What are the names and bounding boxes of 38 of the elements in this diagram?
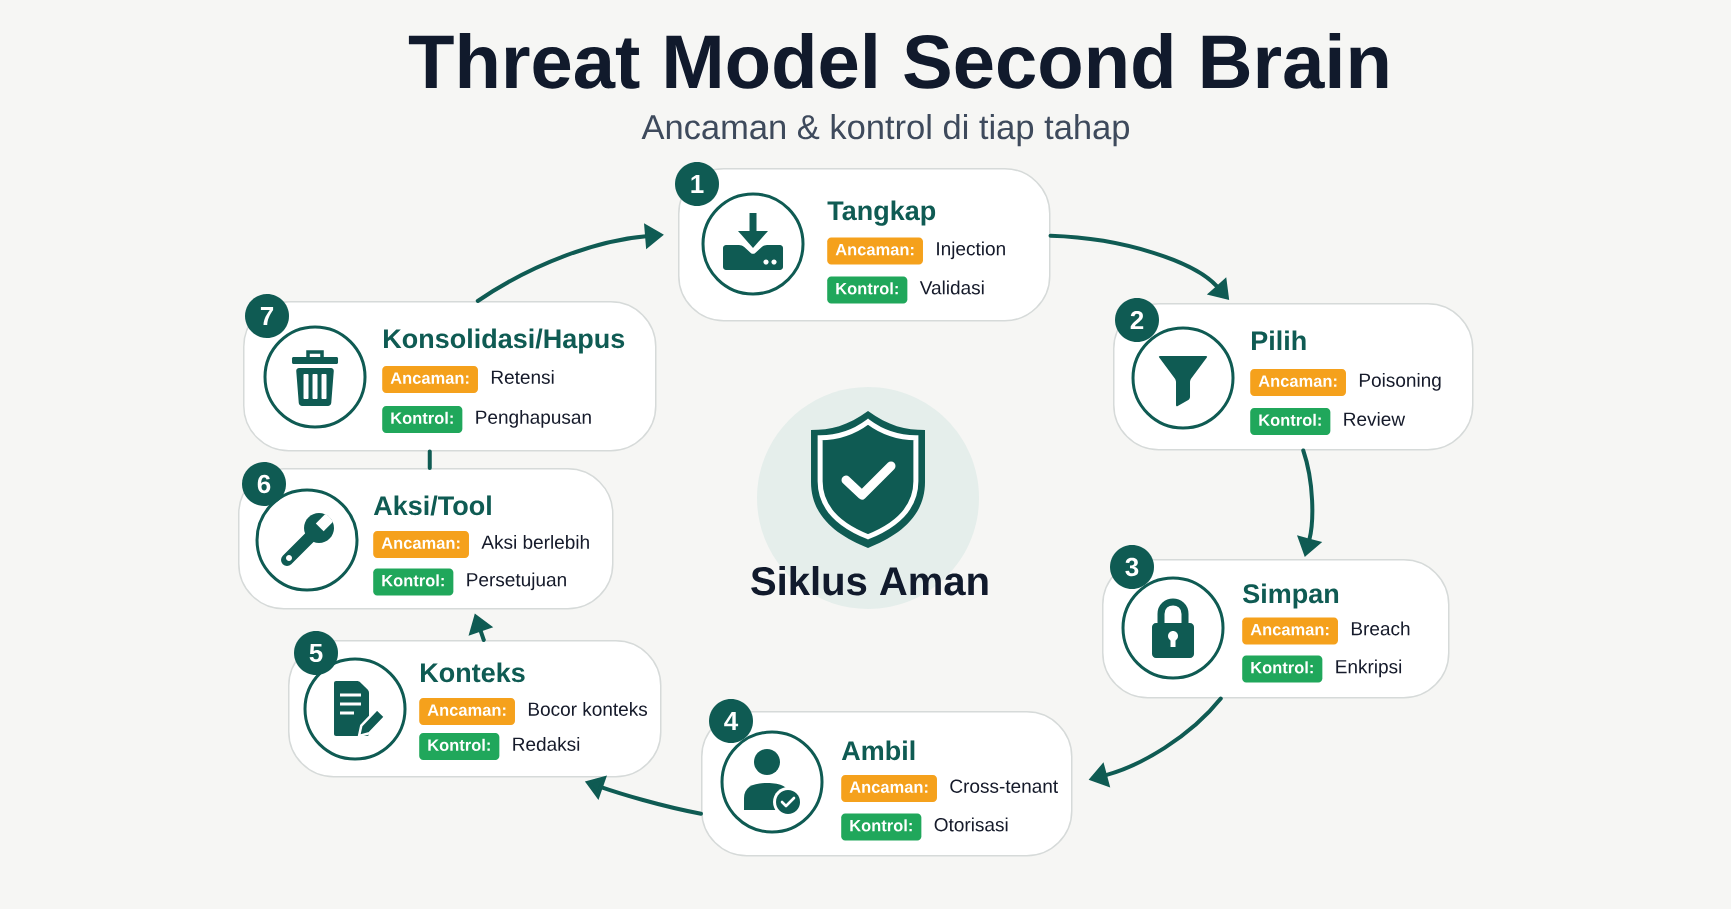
tag-value: Otorisasi <box>934 817 1008 832</box>
tag-value: Poisoning <box>1359 373 1441 391</box>
threat-tag: Ancaman: <box>827 237 923 265</box>
step-number: 3 <box>1110 545 1154 589</box>
tag-value: Review <box>1344 412 1406 426</box>
tag-value: Breach <box>1351 621 1410 636</box>
control-tag: Kontrol: <box>373 568 454 596</box>
control-tag: Kontrol: <box>827 276 908 304</box>
title: Threat Model Second Brain <box>408 32 1388 89</box>
step-number: 7 <box>245 294 289 338</box>
tag-value: Retensi <box>491 370 554 384</box>
threat-tag: Ancaman: <box>1242 617 1338 645</box>
tag-value: Injection <box>937 241 1005 260</box>
tag-value: Aksi berlebih <box>481 535 589 549</box>
step-number: 4 <box>709 699 753 743</box>
tag-value: Redaksi <box>513 737 580 751</box>
tag-value: Bocor konteks <box>528 702 648 716</box>
threat-tag: Ancaman: <box>841 775 937 802</box>
tag-value: Cross-tenant <box>950 779 1058 793</box>
control-tag: Kontrol: <box>382 406 463 433</box>
control-tag: Kontrol: <box>1250 408 1331 435</box>
tag-value: Persetujuan <box>467 572 566 591</box>
control-tag: Kontrol: <box>419 733 500 760</box>
step-number: 2 <box>1115 298 1159 342</box>
threat-tag: Ancaman: <box>382 366 478 393</box>
tag-value: Enkripsi <box>1336 659 1402 678</box>
tag-value: Penghapusan <box>476 410 591 428</box>
step-number: 6 <box>242 462 286 506</box>
connector-line <box>427 449 432 470</box>
tag-value: Validasi <box>919 280 984 295</box>
step-number: 1 <box>675 162 719 206</box>
threat-tag: Ancaman: <box>1250 369 1346 396</box>
control-tag: Kontrol: <box>841 813 922 841</box>
control-tag: Kontrol: <box>1242 655 1323 683</box>
subtitle: Ancaman & kontrol di tiap tahap <box>641 114 1129 147</box>
step-number: 5 <box>294 631 338 675</box>
threat-tag: Ancaman: <box>419 698 515 725</box>
threat-tag: Ancaman: <box>373 531 469 558</box>
